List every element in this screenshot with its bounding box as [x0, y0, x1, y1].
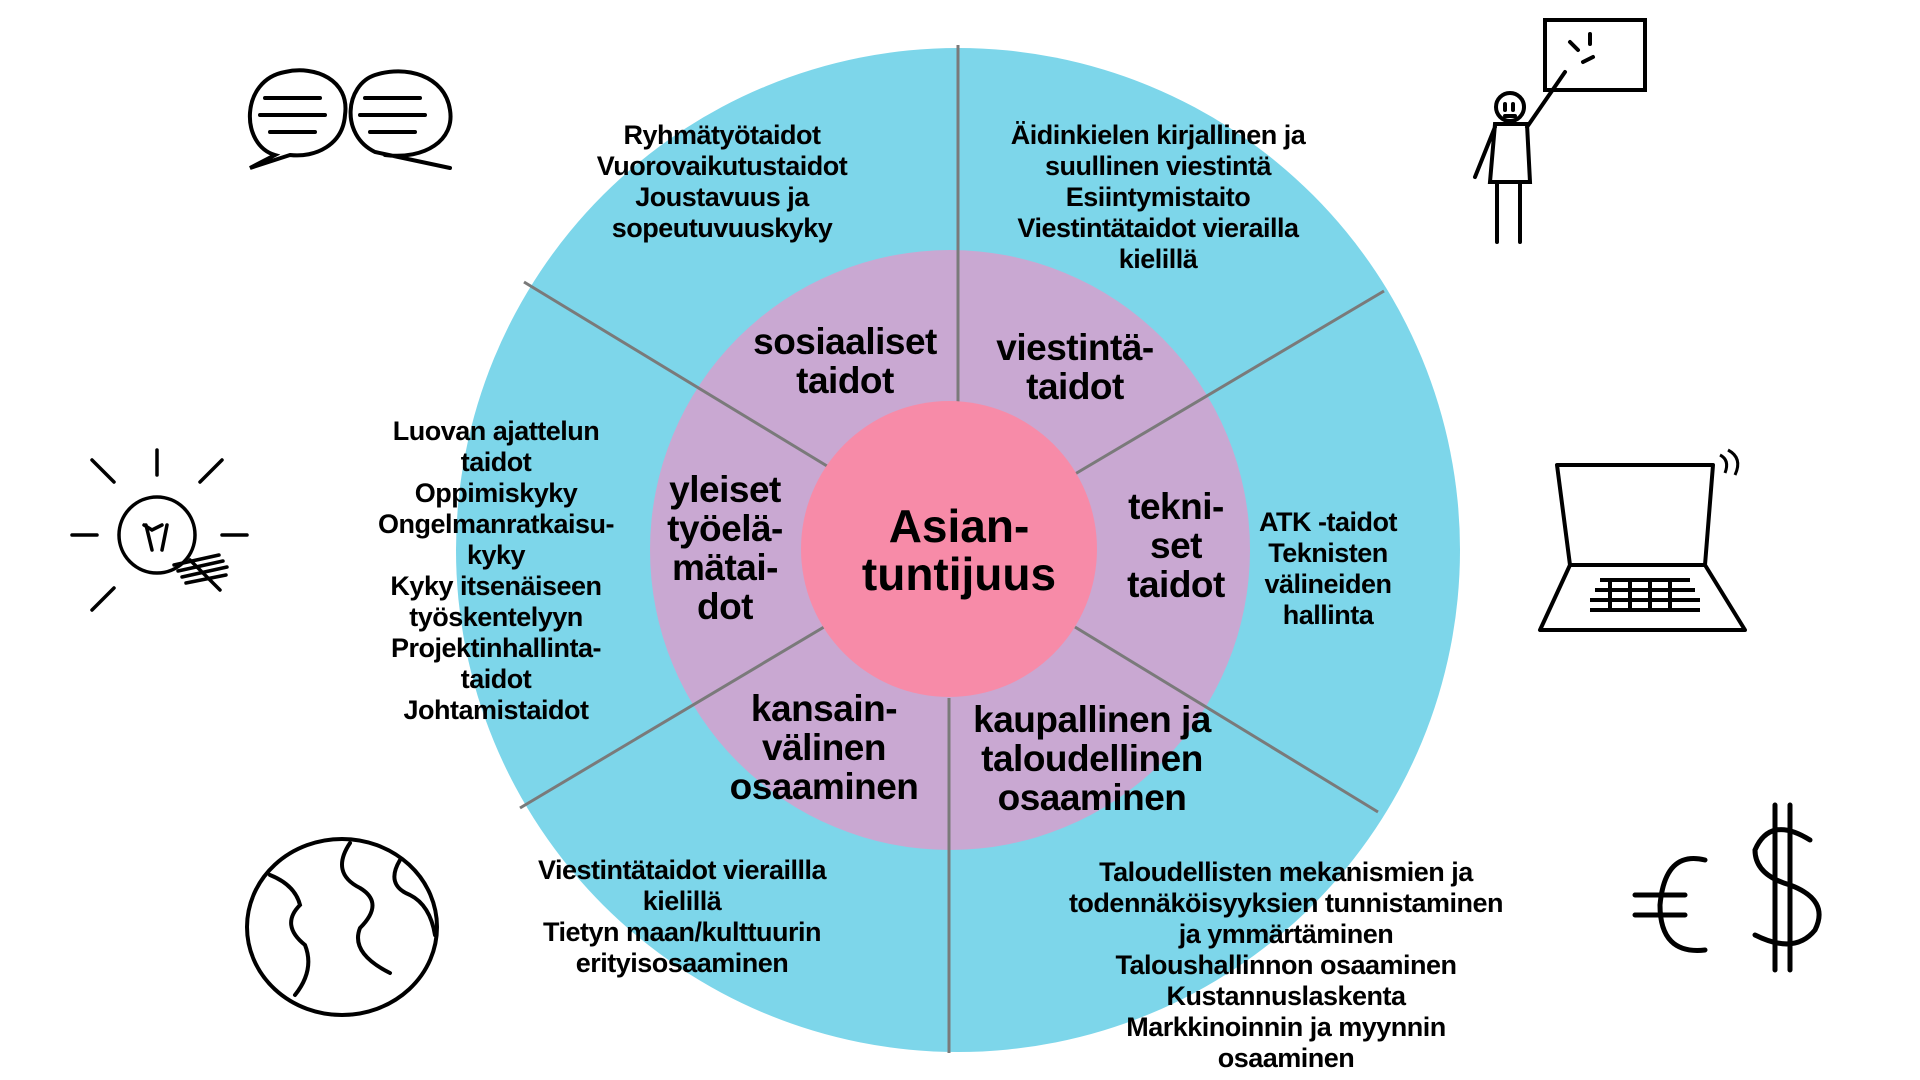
competence-item: Luovan ajattelun — [392, 416, 600, 446]
competence-item: Markkinoinnin ja myynnin — [1126, 1012, 1446, 1042]
divider-line — [523, 280, 828, 468]
segment-label-commercial: kaupallinen ja taloudellinen osaaminen — [973, 700, 1211, 817]
label-line: viestintä- — [996, 327, 1154, 368]
divider-line — [1074, 289, 1385, 476]
competence-item: sopeutuvuuskyky — [611, 213, 833, 243]
competence-item: Ryhmätyötaidot — [623, 120, 821, 150]
label-line: kansain- — [750, 688, 898, 729]
competence-item: Taloushallinnon osaaminen — [1115, 950, 1457, 980]
label-line: taidot — [796, 360, 894, 401]
label-line: taidot — [1127, 564, 1225, 605]
label-line: tekni- — [1128, 486, 1224, 527]
label-line: työelä- — [667, 508, 783, 549]
competence-item: Viestintätaidot vieraillla — [537, 855, 827, 885]
segment-label-technical: tekni- set taidot — [1127, 487, 1225, 604]
label-line: osaaminen — [729, 766, 919, 807]
competence-item: suullinen viestintä — [1044, 151, 1272, 181]
label-line: set — [1150, 525, 1202, 566]
competence-item: Äidinkielen kirjallinen ja — [1010, 120, 1306, 150]
competence-item: taidot — [460, 664, 532, 694]
competence-item: Tietyn maan/kulttuurin — [542, 917, 822, 947]
core-label: Asian- tuntijuus — [862, 502, 1056, 598]
segment-label-social: sosiaaliset taidot — [753, 322, 937, 400]
competence-item: ja ymmärtäminen — [1178, 919, 1394, 949]
competence-item: todennäköisyyksien tunnistaminen — [1068, 888, 1504, 918]
competence-item: kyky — [466, 540, 526, 570]
segment-label-communication: viestintä- taidot — [996, 327, 1154, 407]
competence-item: kielillä — [642, 886, 722, 916]
competence-item: Taloudellisten mekanismien ja — [1099, 857, 1473, 887]
speech-bubbles-icon — [247, 68, 453, 170]
segment-label-general: yleiset työelä- mätai- dot — [667, 470, 783, 626]
label-line: kaupallinen ja — [973, 699, 1211, 740]
competence-item: Joustavuus ja — [635, 182, 809, 212]
competence-item: työskentelyyn — [409, 602, 583, 632]
competence-item: erityisosaaminen — [575, 948, 789, 978]
globe-icon — [245, 837, 439, 1017]
laptop-icon — [1538, 448, 1747, 632]
label-line: välinen — [761, 727, 886, 768]
core-circle — [801, 401, 1097, 697]
competence-item: Vuorovaikutustaidot — [596, 151, 848, 181]
competence-item: osaaminen — [1217, 1043, 1355, 1073]
competence-item: Teknisten — [1268, 538, 1388, 568]
divider-line — [519, 625, 825, 810]
competence-item: välineiden — [1264, 569, 1392, 599]
label-line: yleiset — [669, 469, 781, 510]
presenter-icon — [1473, 18, 1647, 244]
core-line: Asian- — [888, 500, 1030, 552]
competence-item: taidot — [460, 447, 532, 477]
segment-label-international: kansain- välinen osaaminen — [730, 689, 919, 806]
competence-item: Projektinhallinta- — [390, 633, 602, 663]
competence-item: Johtamistaidot — [403, 695, 589, 725]
competence-item: Oppimiskyky — [414, 478, 578, 508]
competence-item: Kustannuslaskenta — [1166, 981, 1406, 1011]
label-line: mätai- — [672, 547, 778, 588]
label-line: taidot — [1026, 366, 1124, 407]
lightbulb-icon — [70, 448, 249, 612]
label-line: taloudellinen — [981, 738, 1203, 779]
label-line: dot — [696, 586, 754, 627]
currency-icon — [1632, 802, 1822, 973]
competence-item: Kyky itsenäiseen — [390, 571, 602, 601]
label-line: osaaminen — [997, 777, 1187, 818]
divider-line — [1074, 625, 1379, 814]
competence-item: ATK -taidot — [1259, 507, 1397, 537]
competence-item: Ongelmanratkaisu- — [377, 509, 615, 539]
label-line: sosiaaliset — [753, 321, 937, 362]
competence-item: kielillä — [1118, 244, 1198, 274]
competence-item: hallinta — [1282, 600, 1374, 630]
competence-item: Viestintätaidot vierailla — [1017, 213, 1299, 243]
core-line: tuntijuus — [861, 548, 1057, 600]
competence-item: Esiintymistaito — [1065, 182, 1251, 212]
dividers — [519, 45, 1385, 1053]
